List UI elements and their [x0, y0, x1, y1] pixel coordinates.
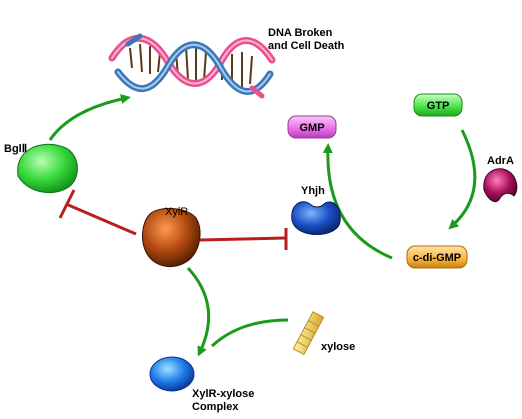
arrow-bglii-to-dna — [48, 94, 131, 141]
arrow-xylose-to-complex — [210, 318, 289, 348]
xylr-xylose-complex-icon — [149, 356, 195, 392]
arrow-xylr-to-complex — [186, 266, 211, 357]
dna-label-line2: and Cell Death — [268, 40, 345, 53]
arrow-gtp-to-cdigmp — [448, 129, 477, 230]
bglii-protein-icon — [17, 143, 78, 194]
cdigmp-molecule-pill — [406, 245, 468, 269]
bglii-label: BglⅡ — [4, 143, 28, 155]
cdigmp-label: c-di-GMP — [413, 252, 461, 264]
xylr-label: XylR — [165, 206, 189, 218]
dna-label-line1: DNA Broken — [268, 27, 333, 39]
arrow-cdigmp-to-gmp — [322, 143, 393, 260]
complex-label-line1: XylR-xylose — [192, 388, 255, 400]
gmp-label: GMP — [299, 122, 324, 134]
dna-helix-icon — [108, 33, 276, 99]
yhjh-label: Yhjh — [301, 185, 325, 197]
adra-label: AdrA — [487, 155, 514, 167]
xylose-label: xylose — [321, 341, 356, 353]
inhibit-xylr-to-yhjh — [199, 236, 287, 242]
gtp-molecule-pill — [413, 93, 463, 117]
xylose-molecule-icon — [292, 311, 325, 356]
complex-label: XylR-xylose Complex — [192, 388, 254, 414]
adra-protein-icon — [483, 168, 518, 203]
yhjh-protein-icon — [291, 201, 341, 235]
dna-label: DNA Broken and Cell Death — [268, 27, 344, 53]
inhibit-xylr-to-bglii-bar — [58, 189, 76, 219]
complex-label-line2: Complex — [192, 401, 239, 414]
inhibit-xylr-to-bglii — [65, 202, 137, 236]
gmp-molecule-pill — [287, 115, 337, 139]
gtp-label: GTP — [427, 100, 450, 112]
xylr-protein-icon — [142, 208, 201, 268]
